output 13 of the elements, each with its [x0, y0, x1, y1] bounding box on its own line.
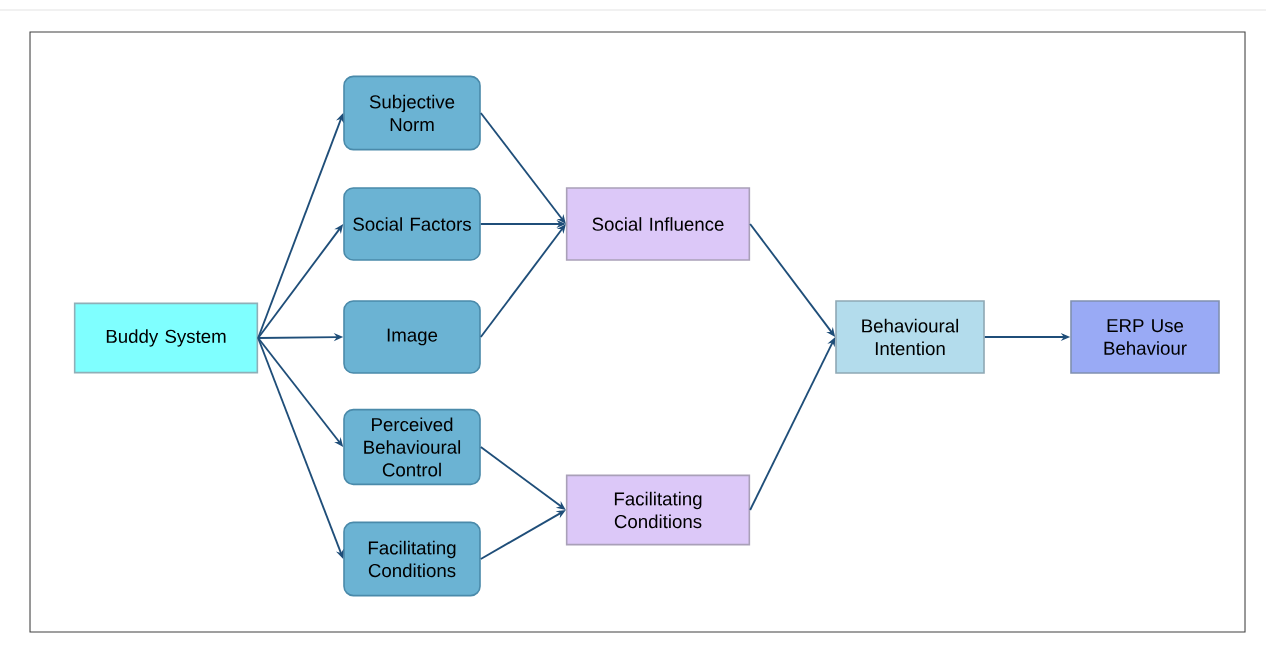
arrow: [479, 224, 566, 338]
factor-box: Image: [343, 300, 481, 374]
process-box: Buddy System: [73, 302, 259, 374]
factor-box: Social Factors: [343, 187, 481, 261]
outcome-box: ERP Use Behaviour: [1070, 300, 1220, 374]
construct-box: Social Influence: [565, 187, 751, 261]
factor-box: Perceived Behavioural Control: [343, 408, 481, 486]
factor-box: Facilitating Conditions: [343, 521, 481, 597]
arrow: [479, 112, 566, 224]
construct-box: Behavioural Intention: [835, 300, 985, 374]
arrow: [479, 446, 566, 510]
factor-box: Subjective Norm: [343, 75, 481, 151]
construct-box: Facilitating Conditions: [565, 474, 751, 546]
